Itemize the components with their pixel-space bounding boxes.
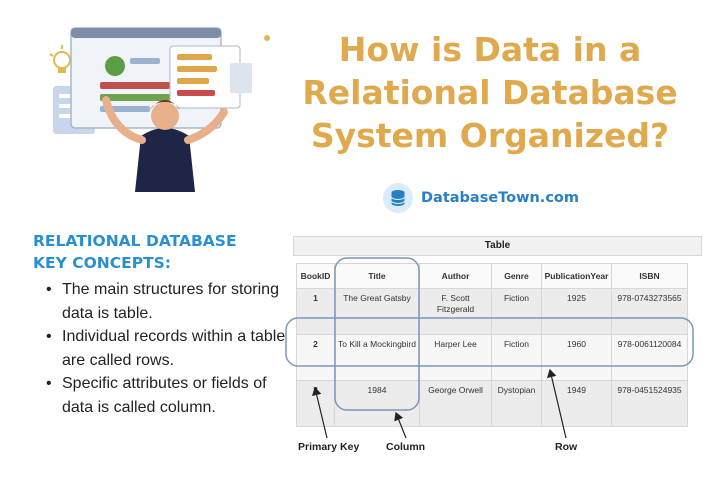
column-header: Genre [491, 263, 542, 289]
column-label: Column [386, 441, 426, 453]
table-cell: 978-0061120084 [611, 334, 688, 381]
table-cell: George Orwell [419, 380, 492, 427]
concepts-heading-line: RELATIONAL DATABASE [33, 232, 237, 250]
table-cell: Fiction [491, 334, 542, 381]
table-cell: To Kill a Mockingbird [334, 334, 420, 381]
table-row: 2 To Kill a Mockingbird Harper Lee Ficti… [296, 334, 688, 381]
column-header: BookID [296, 263, 335, 289]
site-name: DatabaseTown.com [421, 190, 579, 206]
column-header: Title [334, 263, 420, 289]
column-header: Author [419, 263, 492, 289]
database-icon [383, 183, 413, 213]
concept-item: The main structures for storing data is … [46, 278, 286, 325]
column-header: PublicationYear [541, 263, 612, 289]
table-cell: 1960 [541, 334, 612, 381]
concept-item: Individual records within a table are ca… [46, 325, 286, 372]
table-cell: The Great Gatsby [334, 288, 420, 335]
concepts-list: The main structures for storing data is … [46, 278, 286, 419]
table-cell: 978-0451524935 [611, 380, 688, 427]
concepts-heading-line: KEY CONCEPTS: [33, 254, 172, 272]
page-title: How is Data in a Relational Database Sys… [285, 28, 695, 157]
table-cell: 978-0743273565 [611, 288, 688, 335]
site-brand: DatabaseTown.com [383, 183, 579, 213]
table-cell: F. Scott Fitzgerald [419, 288, 492, 335]
table-caption: Table [293, 236, 702, 256]
row-label: Row [555, 441, 578, 453]
books-table: BookID Title Author Genre PublicationYea… [296, 263, 688, 427]
table-cell: Harper Lee [419, 334, 492, 381]
table-cell: 3 [296, 380, 335, 427]
table-cell: Dystopian [491, 380, 542, 427]
table-row: 3 1984 George Orwell Dystopian 1949 978-… [296, 380, 688, 427]
concept-item: Specific attributes or fields of data is… [46, 372, 286, 419]
table-cell: 1 [296, 288, 335, 335]
table-row: 1 The Great Gatsby F. Scott Fitzgerald F… [296, 288, 688, 335]
table-cell: 1925 [541, 288, 612, 335]
table-cell: 2 [296, 334, 335, 381]
title-line: System Organized? [310, 116, 670, 155]
table-header-row: BookID Title Author Genre PublicationYea… [296, 263, 688, 289]
lightbulb-icon [49, 45, 71, 73]
title-line: Relational Database [302, 73, 678, 112]
column-header: ISBN [611, 263, 688, 289]
database-illustration [49, 27, 270, 192]
title-line: How is Data in a [338, 30, 642, 69]
concepts-heading: RELATIONAL DATABASE KEY CONCEPTS: [33, 230, 237, 274]
table-cell: 1984 [334, 380, 420, 427]
table-cell: Fiction [491, 288, 542, 335]
table-cell: 1949 [541, 380, 612, 427]
primary-key-label: Primary Key [298, 441, 360, 453]
